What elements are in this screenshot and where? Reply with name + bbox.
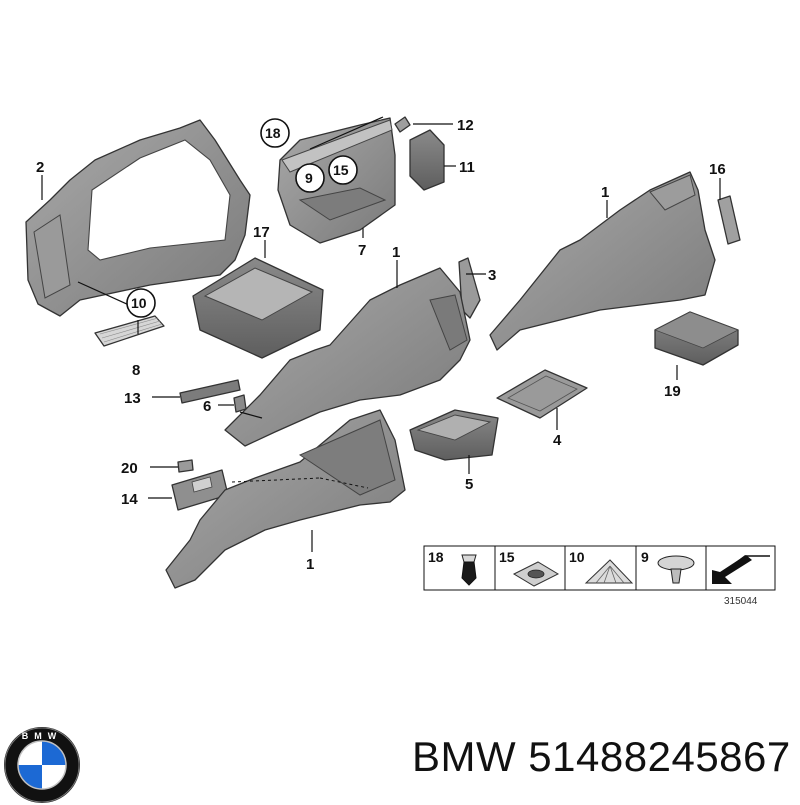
part-12-clip xyxy=(394,116,411,133)
legend-label-15: 15 xyxy=(499,549,515,565)
square-grommet-icon xyxy=(512,561,560,587)
logo-letters: BMW xyxy=(22,731,63,741)
part-1-center-trim-panel xyxy=(224,267,471,447)
callout-1-right: 1 xyxy=(601,184,609,201)
callout-16: 16 xyxy=(709,161,726,178)
part-13-strip xyxy=(179,379,241,404)
part-16-clip xyxy=(717,195,741,245)
legend-label-18: 18 xyxy=(428,549,444,565)
part-20-cap xyxy=(177,459,194,473)
callout-6: 6 xyxy=(203,398,211,415)
callout-3: 3 xyxy=(488,267,496,284)
circled-callouts: 18 9 15 10 xyxy=(126,118,358,318)
callout-14: 14 xyxy=(121,491,138,508)
callout-numbers: 2 8 12 11 7 17 1 16 1 3 19 13 6 4 20 5 1… xyxy=(36,117,726,573)
leader-lines xyxy=(41,116,721,552)
part-4-cover-panel xyxy=(496,369,588,419)
callout-13: 13 xyxy=(124,390,141,407)
callout-12: 12 xyxy=(457,117,474,134)
legend-label-10: 10 xyxy=(569,549,585,565)
spring-nut-icon xyxy=(584,559,634,584)
callout-5: 5 xyxy=(465,476,473,493)
direction-arrow-icon xyxy=(712,555,770,584)
part-1-right-trim-panel xyxy=(489,171,716,351)
part-1-lower-trim-panel xyxy=(165,409,406,589)
callout-20: 20 xyxy=(121,460,138,477)
fastener-legend: 18 15 10 9 315044 xyxy=(423,545,776,607)
part-19-foam-pad xyxy=(654,311,739,366)
part-8-vent-grille xyxy=(94,315,165,347)
legend-label-9: 9 xyxy=(641,549,649,565)
callout-1-lower: 1 xyxy=(306,556,314,573)
bmw-logo: BMW xyxy=(4,727,80,803)
part-2-side-trim-panel xyxy=(25,119,251,317)
callout-2: 2 xyxy=(36,159,44,176)
callout-9-circled: 9 xyxy=(305,170,313,186)
callout-8: 8 xyxy=(132,362,140,379)
callout-10-circled: 10 xyxy=(131,295,147,311)
callout-19: 19 xyxy=(664,383,681,400)
part-6-clip xyxy=(233,394,247,413)
brand-part-number: BMW 51488245867 xyxy=(412,733,791,780)
callout-4: 4 xyxy=(553,432,562,449)
expanding-rivet-icon xyxy=(657,555,695,584)
part-17-storage-bin xyxy=(192,257,324,359)
callout-1-center: 1 xyxy=(392,244,400,261)
callout-15-circled: 15 xyxy=(333,162,349,178)
callout-18-circled: 18 xyxy=(265,125,281,141)
callout-11: 11 xyxy=(459,159,475,176)
callout-7: 7 xyxy=(358,242,366,259)
drawing-number: 315044 xyxy=(724,596,758,607)
clip-plug-icon xyxy=(461,554,477,586)
part-5-tray-insert xyxy=(409,409,499,461)
callout-17: 17 xyxy=(253,224,270,241)
part-11-mounting-block xyxy=(409,129,445,191)
